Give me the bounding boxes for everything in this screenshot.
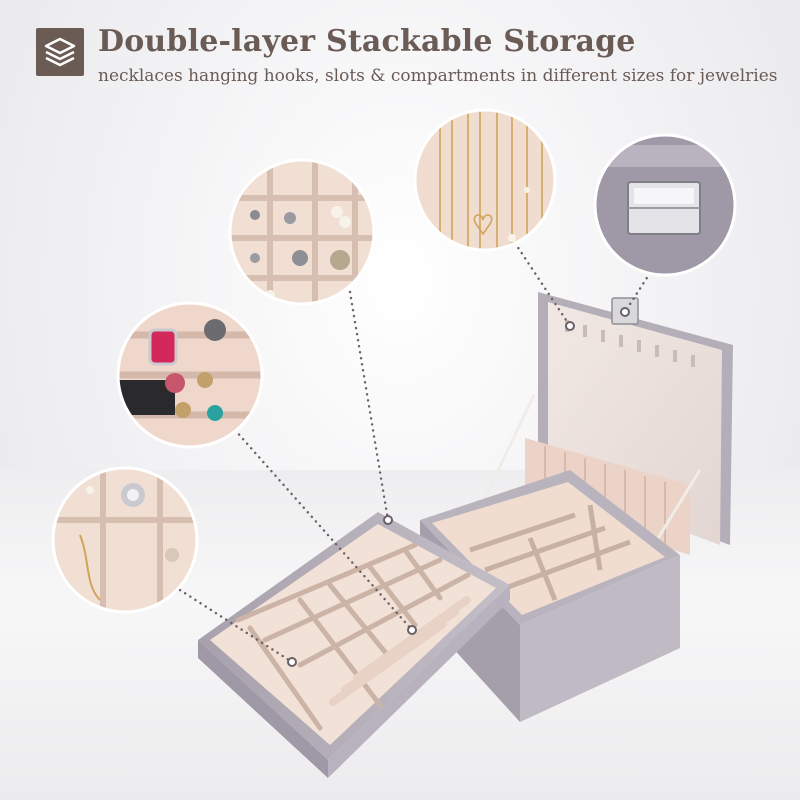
stacked-layers-icon [36,28,84,76]
callout-small-compartments [228,158,376,306]
brooch-icon [79,483,179,601]
pleated-pocket [525,438,690,555]
page-subtitle: necklaces hanging hooks, slots & compart… [98,66,778,86]
callout-leader-lines [178,241,652,664]
leader-line-3 [513,241,572,328]
leader-line-1 [348,290,390,522]
ring-icon [148,319,226,421]
bottom-box [420,292,733,722]
page-title: Double-layer Stackable Storage [98,24,636,59]
lock-icon [600,145,730,235]
tray-dividers [235,542,471,731]
top-tray-left-side [198,640,328,778]
top-tray-front-side [328,585,510,778]
top-tray [198,512,510,778]
leader-line-5 [178,588,294,664]
header: Double-layer Stackable Storage necklaces… [0,0,800,100]
callout-necklace-hooks [413,108,557,252]
leader-line-2 [233,428,414,632]
callout-lock-clasp [593,133,737,277]
ring-rolls [329,596,471,706]
callout-ring-slots [116,301,264,449]
bottom-box-front-side [520,555,680,722]
callout-large-compartments [51,466,199,614]
necklace-icon [439,110,543,250]
earring-icon [250,206,351,300]
